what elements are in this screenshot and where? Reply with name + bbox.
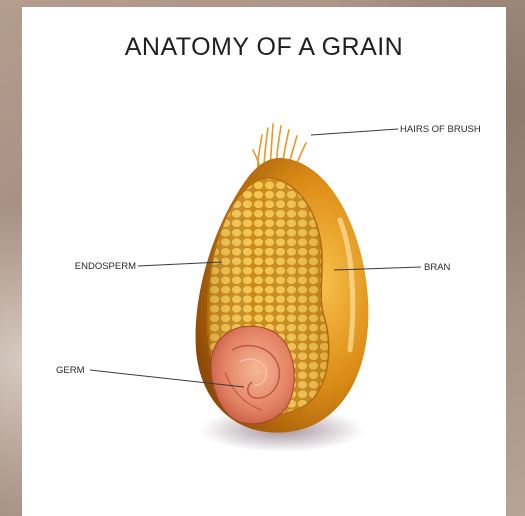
- hairs-of-brush-label: HAIRS OF BRUSH: [400, 124, 481, 135]
- germ: [211, 326, 294, 424]
- endosperm-label: ENDOSPERM: [75, 261, 136, 272]
- germ-label: GERM: [56, 365, 85, 376]
- bran-label: BRAN: [424, 262, 451, 273]
- hairs-leader-line: [311, 129, 398, 135]
